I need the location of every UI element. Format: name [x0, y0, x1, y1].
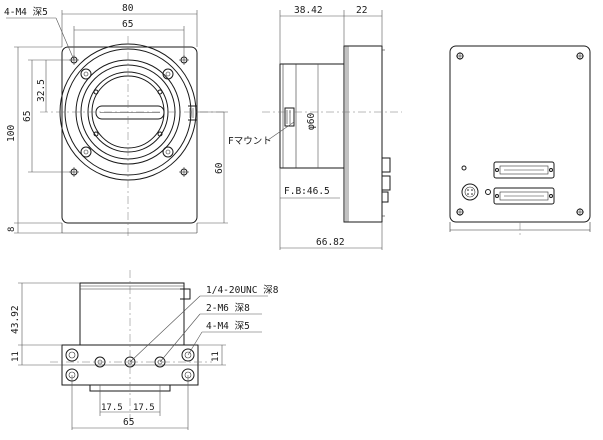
dim-65-label: 65 [122, 19, 133, 30]
dim-80-label: 80 [122, 3, 134, 14]
dim-11-left-label: 11 [11, 351, 21, 362]
tap-unc-label: 1/4-20UNC 深8 [206, 285, 279, 296]
dim-32-5-label: 32.5 [36, 79, 47, 102]
flange-back-label: F.B:46.5 [284, 186, 330, 197]
dim-65v-label: 65 [22, 111, 33, 122]
front-view: 80 65 4-M4 深5 100 65 32.5 60 8 [4, 3, 228, 236]
dim-22-label: 22 [356, 5, 367, 16]
dim-38-42-label: 38.42 [294, 5, 323, 16]
tap-m6-label: 2-M6 深8 [206, 303, 250, 314]
rear-view [449, 45, 591, 236]
dim-65-bottom-label: 65 [123, 417, 134, 428]
dim-phi60-label: φ60 [306, 113, 317, 130]
rear-connector-bottom [493, 187, 555, 205]
dim-17-5-a-label: 17.5 [101, 403, 123, 413]
side-body [343, 45, 383, 223]
dim-100-label: 100 [6, 125, 17, 142]
dim-11-right-label: 11 [211, 351, 221, 362]
rear-led [485, 189, 491, 195]
front-body [61, 46, 198, 224]
dim-17-5-b-label: 17.5 [133, 403, 155, 413]
dim-8-label: 8 [7, 227, 17, 232]
dim-66-82-label: 66.82 [316, 237, 345, 248]
side-view: 38.42 22 φ60 Fマウント F.B:46.5 66.82 [228, 5, 402, 250]
rear-body [449, 45, 591, 223]
rear-power-connector [461, 183, 479, 201]
bottom-view: 43.92 11 11 17.5 17.5 65 1/4-20UNC 深8 2-… [10, 270, 279, 430]
sensor-slot [95, 105, 165, 120]
front-tap-label: 4-M4 深5 [4, 7, 48, 18]
mount-barrel [279, 63, 345, 169]
dim-60-label: 60 [214, 162, 225, 174]
rear-screws [456, 52, 584, 216]
dim-43-92-label: 43.92 [10, 305, 21, 334]
f-mount-label: Fマウント [228, 136, 272, 147]
tap-m4-label: 4-M4 深5 [206, 321, 250, 332]
bottom-barrel [79, 282, 185, 346]
rear-connector-top [493, 161, 555, 179]
mount-screws [80, 68, 174, 158]
